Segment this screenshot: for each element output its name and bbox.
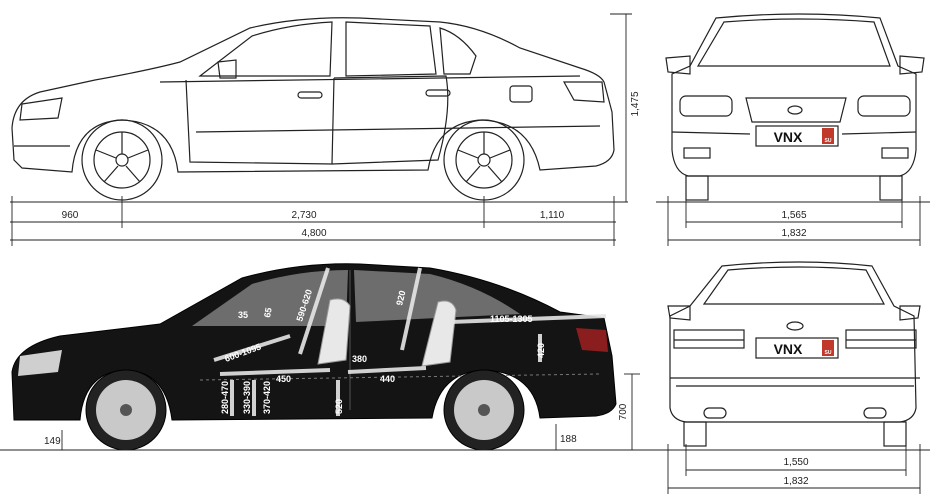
side-body-crease <box>195 125 601 133</box>
rear-plate-frame <box>755 337 839 359</box>
photo-label-j: 420 <box>536 343 546 358</box>
rear-mirror-left <box>667 305 691 321</box>
dim-rear-width: 1,832 <box>783 476 808 487</box>
side-door-rear <box>331 75 449 165</box>
photo-label-i: 440 <box>380 374 395 384</box>
photo-label-f: 1105-1305 <box>490 314 533 324</box>
front-windshield <box>696 18 891 67</box>
side-hub-front <box>115 153 129 167</box>
photo-label-b: 65 <box>262 307 274 319</box>
rear-tire-right <box>883 421 907 447</box>
rear-plate-region: SU <box>825 350 832 356</box>
photo-sill-line <box>199 373 601 381</box>
side-beltline <box>159 75 581 83</box>
front-headlight-left <box>679 95 733 117</box>
photo-label-n: 520 <box>334 399 344 414</box>
photo-hub-rear <box>478 404 490 416</box>
rear-taillight-left <box>673 329 745 349</box>
photo-seat-rear <box>421 300 457 367</box>
side-hub-rear <box>477 153 491 167</box>
side-door-handle-front <box>297 91 323 99</box>
side-window-quarter <box>439 27 477 75</box>
front-tire-left <box>685 175 709 201</box>
dim-overall-length: 4,800 <box>301 228 326 239</box>
side-door-front <box>185 77 335 165</box>
side-window-front <box>198 21 333 77</box>
rear-view-drawing <box>667 261 921 447</box>
rear-taillight-right <box>845 329 917 349</box>
side-door-handle-rear <box>425 89 451 97</box>
photo-label-e: 920 <box>394 289 407 306</box>
front-badge <box>787 105 803 115</box>
photo-label-l: 330-390 <box>242 381 252 414</box>
photo-label-h: 380 <box>352 354 367 364</box>
front-foglight-right <box>881 147 909 159</box>
front-plate-badge <box>822 128 834 144</box>
side-taillight <box>562 81 605 103</box>
dim-front-width: 1,832 <box>781 228 806 239</box>
front-foglight-left <box>683 147 711 159</box>
side-spokes-rear <box>457 132 511 183</box>
side-mirror <box>217 59 237 79</box>
front-body-outline <box>671 13 917 177</box>
front-plate-frame <box>755 125 839 147</box>
photo-headlight <box>18 350 62 376</box>
rear-dimension-lines <box>656 444 930 494</box>
rear-bumper-line <box>670 377 920 387</box>
photo-dimension-lines <box>0 373 660 451</box>
side-window-rear <box>345 21 437 77</box>
front-mirror-right <box>899 55 925 75</box>
photo-label-g: 450 <box>276 374 291 384</box>
dim-rear-overhang: 1,110 <box>540 210 565 221</box>
rear-window <box>702 266 885 305</box>
rear-plate-badge <box>822 340 834 356</box>
side-dimension-lines <box>10 13 632 246</box>
dim-sill-height: 700 <box>618 403 629 420</box>
rear-tire-left <box>683 421 707 447</box>
photo-label-k: 280-470 <box>220 381 230 414</box>
rear-exhaust-left <box>703 407 727 419</box>
front-plate-text: VNX <box>774 129 803 145</box>
front-view-drawing <box>665 13 925 201</box>
dim-height: 1,475 <box>630 91 641 116</box>
front-headlight-right <box>857 95 911 117</box>
photo-taillight <box>576 328 608 352</box>
photo-measure-arrows <box>213 267 607 416</box>
dim-clearance-rear: 188 <box>560 434 577 445</box>
photo-label-a: 35 <box>238 310 248 320</box>
rear-exhaust-right <box>863 407 887 419</box>
side-view-drawing <box>11 17 615 201</box>
side-headlight <box>19 97 63 121</box>
rear-body-outline <box>669 261 917 423</box>
front-grille <box>745 97 847 123</box>
side-spokes-front <box>95 132 149 183</box>
dim-wheelbase: 2,730 <box>291 210 316 221</box>
front-bumper-line <box>671 131 917 135</box>
photo-hub-front <box>120 404 132 416</box>
rear-badge <box>786 321 804 331</box>
front-tire-right <box>879 175 903 201</box>
side-body-outline <box>11 17 615 173</box>
photo-label-m: 370-420 <box>262 381 272 414</box>
rear-mirror-right <box>899 305 921 321</box>
dim-front-track: 1,565 <box>781 210 806 221</box>
front-plate-region: SU <box>825 138 832 144</box>
rear-plate-text: VNX <box>774 341 803 357</box>
dim-clearance-front: 149 <box>44 436 61 447</box>
side-fuel-lid <box>509 85 533 103</box>
front-dimension-lines <box>656 196 930 246</box>
photo-seat-front <box>317 298 351 365</box>
photo-side-view <box>11 263 617 451</box>
dim-rear-track: 1,550 <box>783 457 808 468</box>
front-mirror-left <box>665 55 691 75</box>
dim-front-overhang: 960 <box>62 210 79 221</box>
